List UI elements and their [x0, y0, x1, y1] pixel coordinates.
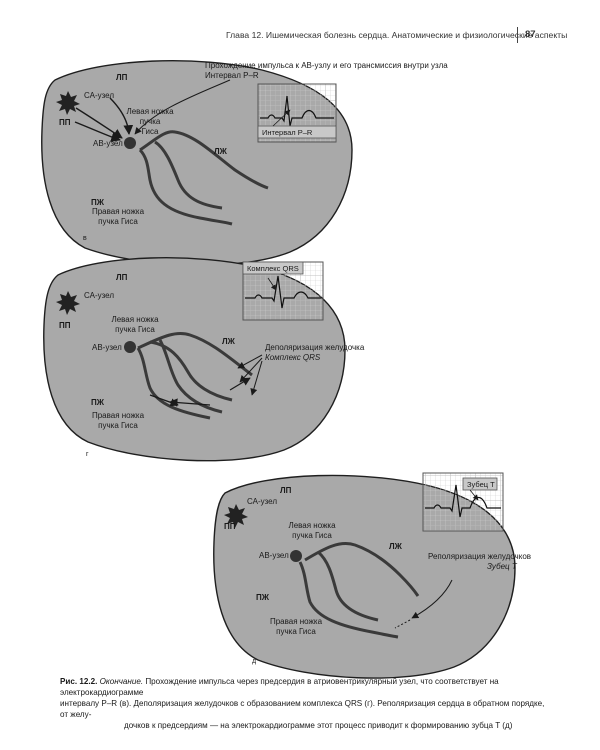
label-lp: ЛП [280, 486, 292, 495]
panel-letter-g: г [86, 451, 89, 458]
annotation-v-line2: Интервал P–R [205, 71, 259, 80]
left-bundle-branch [137, 332, 253, 377]
sa-node-star [56, 291, 80, 315]
ecg-label-v: Интервал P–R [262, 128, 313, 137]
panel-v: ЛП ПП ЛЖ ПЖ СА-узел АВ-узел Левая ножка … [41, 60, 448, 266]
label-left-bundle-1: Левая ножка [111, 315, 159, 324]
label-pzh: ПЖ [91, 398, 105, 407]
ecg-strip-v: Интервал P–R [257, 83, 337, 143]
left-bundle-branch [139, 130, 269, 190]
annotation-v-line1: Прохождение импульса к АВ-узлу и его тра… [205, 61, 448, 70]
figure-caption: Рис. 12.2. Окончание. Прохождение импуль… [60, 676, 550, 731]
label-lp: ЛП [116, 273, 128, 282]
av-node-dot [124, 137, 136, 149]
av-node-dot [124, 341, 136, 353]
label-lzh: ЛЖ [214, 147, 228, 156]
label-left-bundle-1: Левая ножка [288, 521, 336, 530]
left-bundle-branch-inner [158, 339, 223, 414]
left-bundle-branch-inner [154, 140, 223, 210]
label-pp: ПП [59, 321, 71, 330]
panel-letter-d: д [252, 658, 256, 665]
ecg-label-g: Комплекс QRS [247, 264, 299, 273]
right-bundle-branch [136, 347, 211, 420]
label-right-bundle-1: Правая ножка [270, 617, 323, 626]
caption-figure-label: Рис. 12.2. [60, 677, 98, 686]
label-right-bundle-2: пучка Гиса [98, 421, 138, 430]
label-left-bundle-3: Гиса [142, 127, 159, 136]
left-bundle-branch-inner [316, 550, 379, 622]
header-separator [517, 27, 518, 43]
repolarization-arrow [411, 579, 453, 619]
label-av-node: АВ-узел [259, 551, 289, 560]
label-left-bundle-2: пучка Гиса [292, 531, 332, 540]
label-sa-node: СА-узел [84, 291, 114, 300]
av-node-dot [290, 550, 302, 562]
ecg-strip-g: Комплекс QRS [242, 261, 324, 321]
label-pp: ПП [59, 118, 71, 127]
right-bundle-branch [138, 148, 233, 226]
caption-ending: Окончание. [99, 677, 144, 686]
annotation-d-line2: Зубец T [487, 562, 518, 571]
left-bundle-branch-mid [149, 340, 233, 402]
label-sa-node: СА-узел [84, 91, 114, 100]
label-av-node: АВ-узел [92, 343, 122, 352]
label-right-bundle-1: Правая ножка [92, 207, 145, 216]
label-pzh: ПЖ [256, 593, 270, 602]
annotation-g-line2: Комплекс QRS [265, 353, 321, 362]
sa-node-star [56, 91, 80, 115]
label-right-bundle-2: пучка Гиса [276, 627, 316, 636]
panel-g: ЛП ПП ЛЖ ПЖ СА-узел АВ-узел Левая ножка … [43, 257, 365, 462]
annotation-g-line1: Деполяризация желудочка [265, 343, 365, 352]
label-lp: ЛП [116, 73, 128, 82]
arrow-pp-to-av [74, 121, 121, 142]
label-pp: ПП [224, 522, 236, 531]
caption-line3: дочков к предсердиям — на электрокардиог… [124, 721, 513, 730]
sa-node-star [224, 504, 248, 528]
panel-letter-v: в [83, 235, 87, 242]
caption-line2: интервалу P–R (в). Деполяризация желудоч… [60, 699, 545, 719]
label-lzh: ЛЖ [222, 337, 236, 346]
label-left-bundle-2: пучка Гиса [115, 325, 155, 334]
label-right-bundle-2: пучка Гиса [98, 217, 138, 226]
label-lzh: ЛЖ [389, 542, 403, 551]
page-number: 87 [525, 29, 536, 40]
ecg-label-d: Зубец T [467, 480, 495, 489]
annotation-d-line1: Реполяризация желудочков [428, 552, 531, 561]
label-av-node: АВ-узел [93, 139, 123, 148]
running-title: Глава 12. Ишемическая болезнь сердца. Ан… [226, 30, 568, 40]
label-left-bundle-1: Левая ножка [126, 107, 174, 116]
right-bundle-branch [298, 561, 399, 639]
label-right-bundle-1: Правая ножка [92, 411, 145, 420]
arrow-annotation-v [134, 79, 231, 135]
ecg-strip-d: Зубец T [422, 472, 504, 532]
left-bundle-branch [304, 542, 420, 597]
label-left-bundle-2: пучка [140, 117, 161, 126]
arrow-lp-to-av [109, 97, 134, 135]
panel-d: ЛП ПП ЛЖ ПЖ СА-узел АВ-узел Левая ножка … [213, 472, 531, 679]
caption-line1: Прохождение импульса через предсердия в … [60, 677, 499, 697]
repolarization-dashed [394, 619, 411, 629]
label-sa-node: СА-узел [247, 497, 277, 506]
label-pzh: ПЖ [91, 198, 105, 207]
